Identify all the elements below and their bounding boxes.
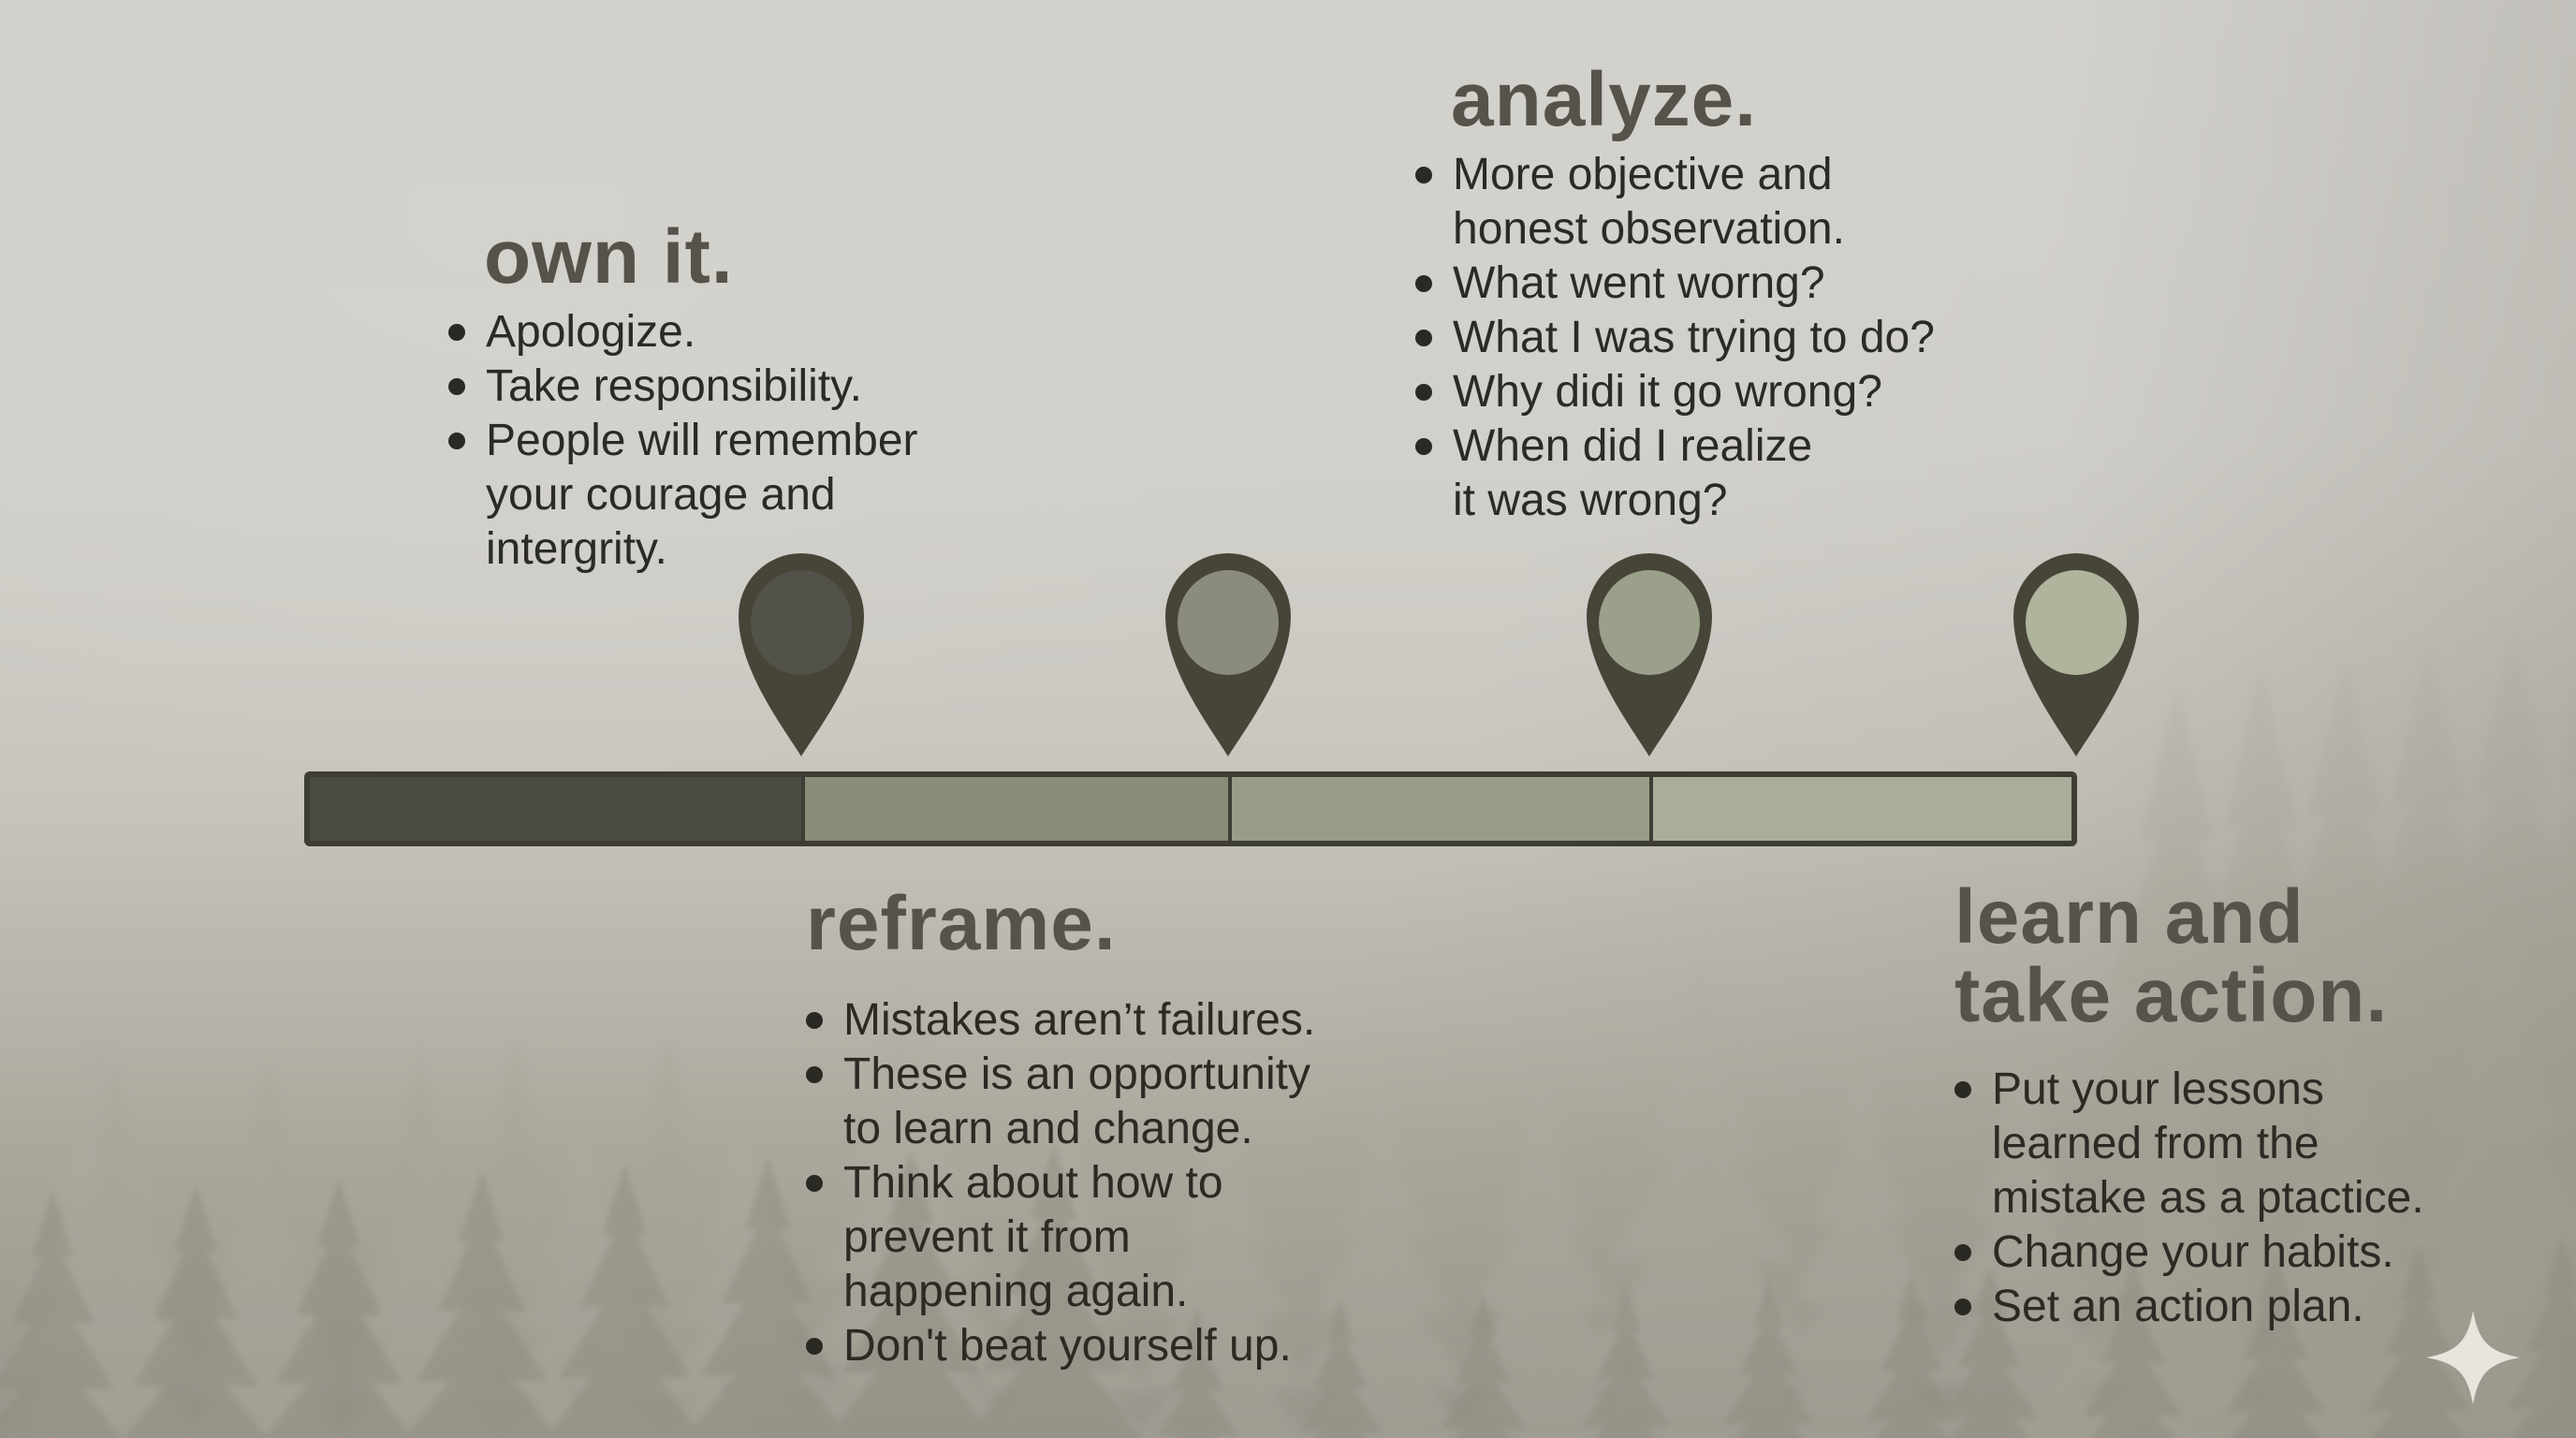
bullet-item: Think about how to prevent it from happe…: [806, 1156, 1315, 1319]
bullet-item: Set an action plan.: [1954, 1280, 2424, 1334]
bullet-item: Take responsibility.: [448, 360, 918, 414]
bullet-item: Mistakes aren’t failures.: [806, 993, 1315, 1048]
section-learn-bullet-list: Put your lessons learned from the mistak…: [1954, 1063, 2424, 1334]
section-learn-title: learn and take action.: [1954, 874, 2389, 1038]
section-analyze-title: analyze.: [1451, 57, 1758, 142]
bullet-item: Apologize.: [448, 305, 918, 360]
timeline-segment-1: [310, 777, 801, 841]
timeline-segment-2: [801, 777, 1228, 841]
section-reframe: reframe. Mistakes aren’t failures. These…: [806, 885, 1315, 1373]
map-pin-inner-1: [751, 570, 852, 675]
section-analyze: analyze. More objective and honest obser…: [1415, 61, 1935, 528]
map-pin-inner-3: [1599, 570, 1700, 675]
timeline-bar: [304, 771, 2077, 846]
bullet-item: What I was trying to do?: [1415, 311, 1935, 365]
bullet-item: Don't beat yourself up.: [806, 1319, 1315, 1373]
section-own-it: own it. Apologize. Take responsibility. …: [448, 218, 918, 577]
section-analyze-bullet-list: More objective and honest observation. W…: [1415, 148, 1935, 528]
bullet-item: More objective and honest observation.: [1415, 148, 1935, 257]
timeline-segment-4: [1649, 777, 2071, 841]
map-pin-inner-4: [2026, 570, 2127, 675]
section-learn-and-take-action: learn and take action. Put your lessons …: [1954, 878, 2424, 1334]
map-pin-icon-4: [2013, 552, 2139, 756]
sparkle-icon: [2426, 1311, 2520, 1404]
section-own-it-title: own it.: [484, 214, 734, 300]
section-reframe-title: reframe.: [806, 881, 1117, 966]
map-pin-inner-2: [1178, 570, 1279, 675]
map-pin-icon-1: [739, 552, 864, 756]
bullet-item: Why didi it go wrong?: [1415, 365, 1935, 419]
bullet-item: These is an opportunity to learn and cha…: [806, 1048, 1315, 1156]
section-own-it-bullet-list: Apologize. Take responsibility. People w…: [448, 305, 918, 577]
bullet-item: Change your habits.: [1954, 1225, 2424, 1280]
bullet-item: When did I realize it was wrong?: [1415, 419, 1935, 528]
map-pin-icon-2: [1165, 552, 1291, 756]
bullet-item: What went worng?: [1415, 257, 1935, 311]
bullet-item: Put your lessons learned from the mistak…: [1954, 1063, 2424, 1225]
map-pin-icon-3: [1587, 552, 1712, 756]
timeline-segment-3: [1228, 777, 1649, 841]
section-reframe-bullet-list: Mistakes aren’t failures. These is an op…: [806, 993, 1315, 1373]
